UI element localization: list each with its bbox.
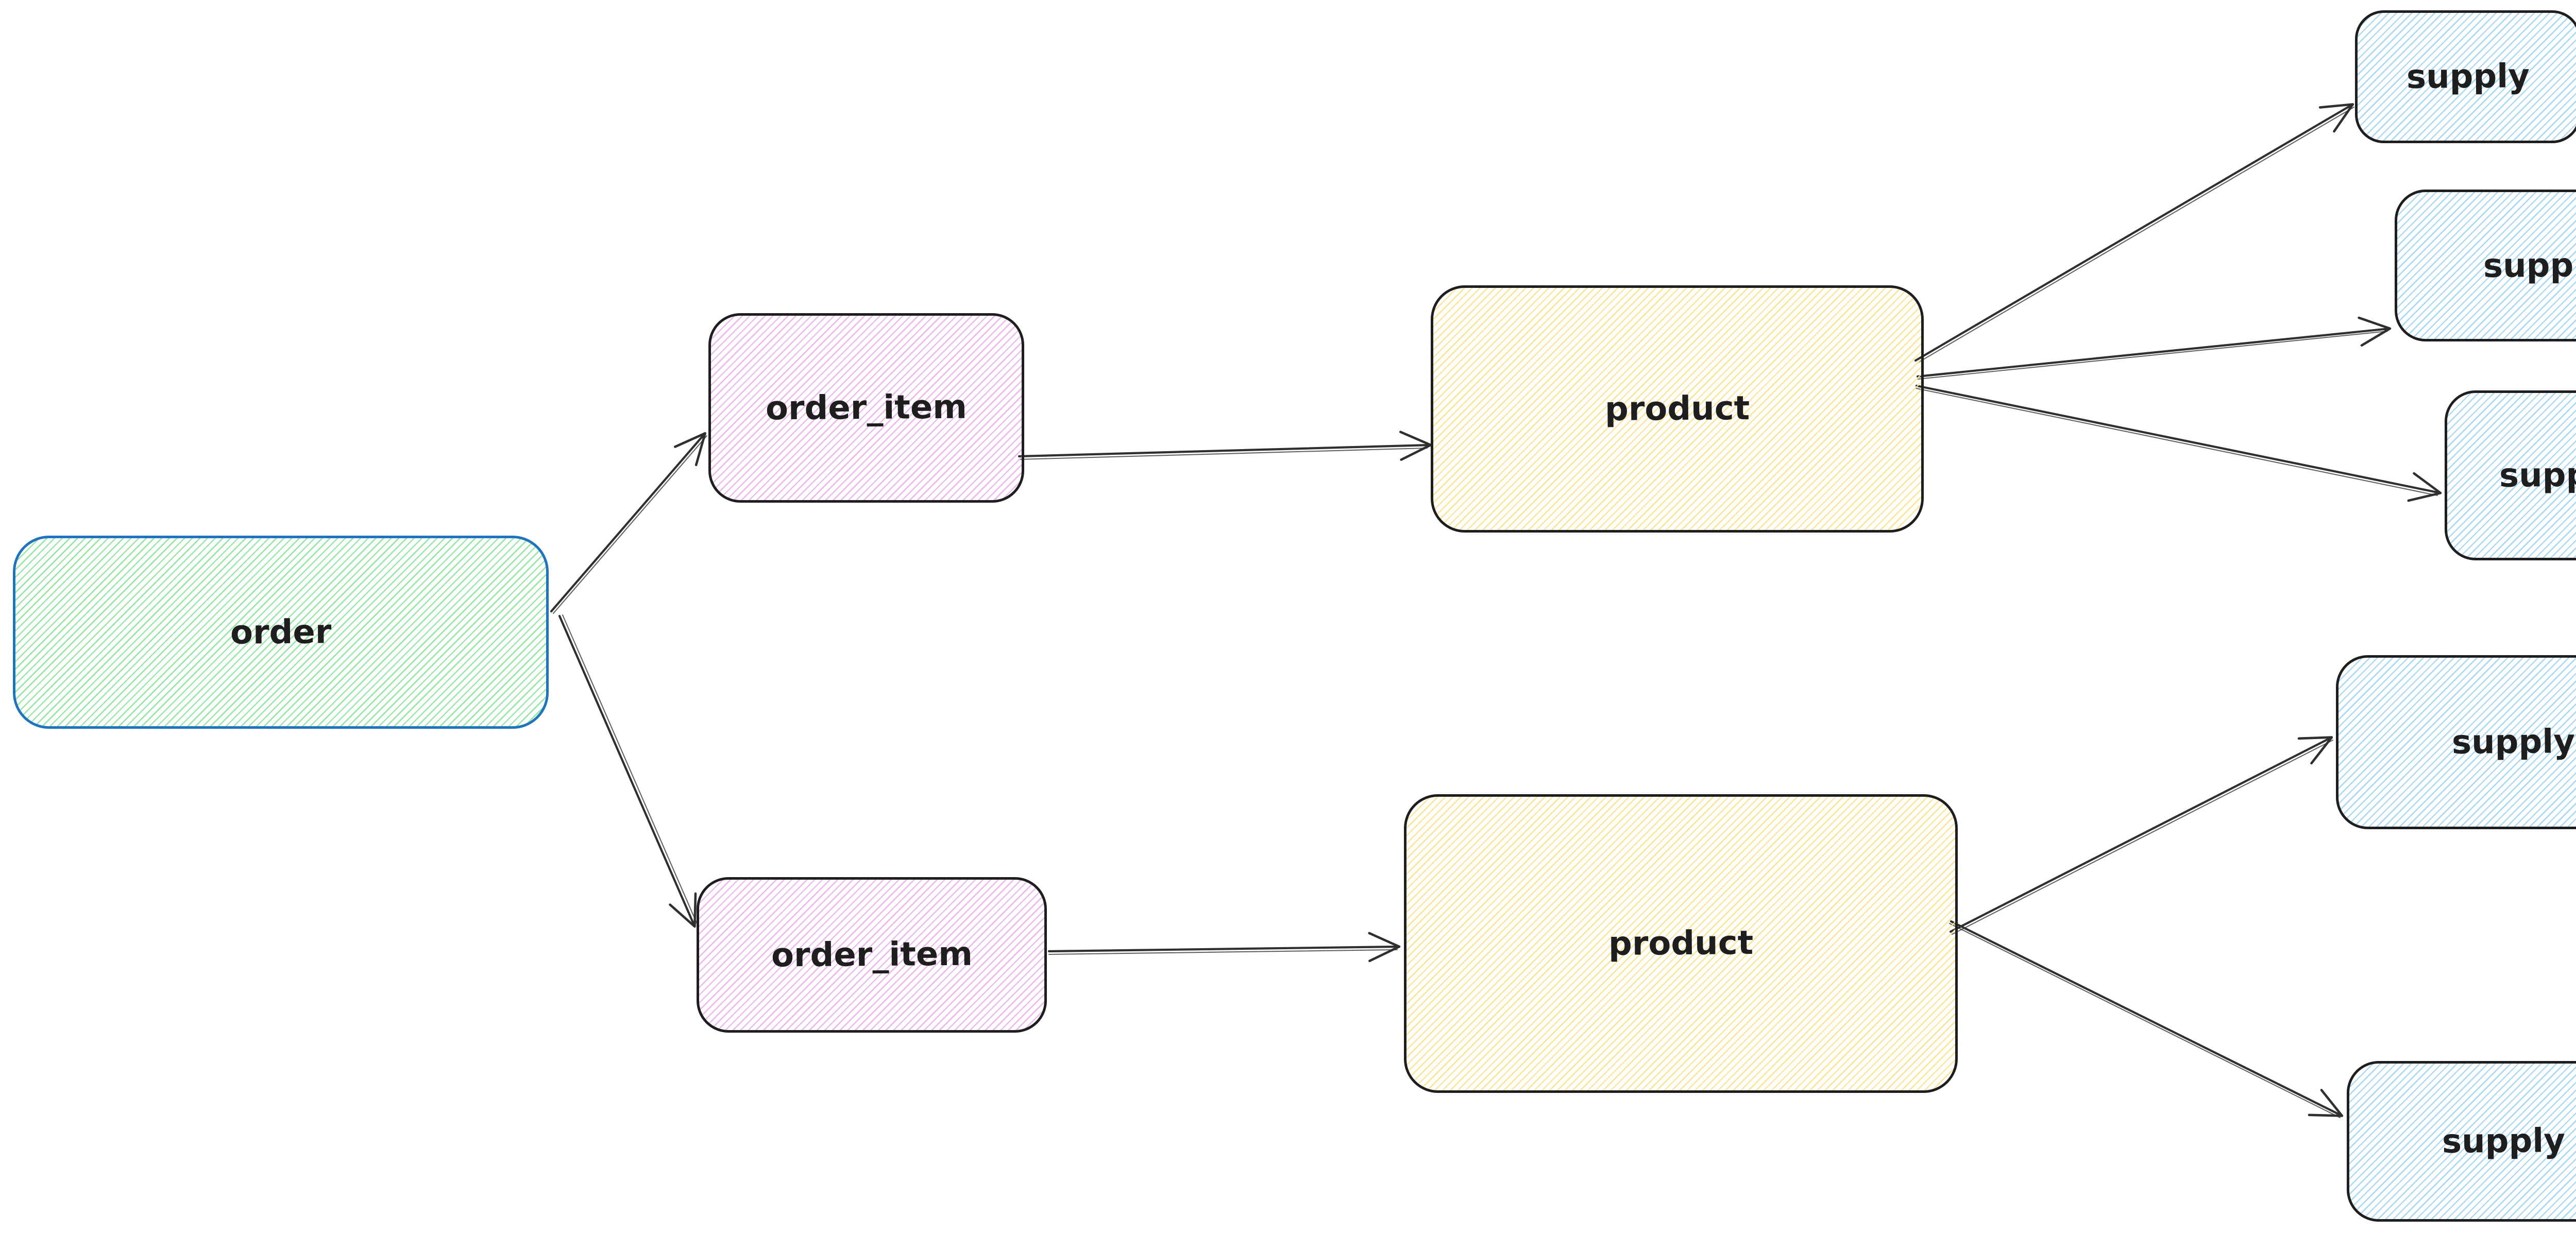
node-product-bottom[interactable]: product bbox=[1404, 794, 1958, 1093]
arrow-order-item-top-to-product-top[interactable] bbox=[1018, 431, 1432, 461]
node-supply-5[interactable]: supply bbox=[2347, 1061, 2576, 1222]
node-supply-3[interactable]: supply bbox=[2445, 390, 2576, 560]
node-supply-3-label: supply bbox=[2499, 456, 2576, 495]
node-order[interactable]: order bbox=[13, 536, 549, 729]
node-product-top-label: product bbox=[1604, 389, 1750, 429]
node-supply-1-label: supply bbox=[2406, 57, 2530, 96]
node-order-item-bottom-label: order_item bbox=[771, 935, 973, 975]
node-supply-5-label: supply bbox=[2442, 1122, 2566, 1161]
arrow-order-to-order-item-top[interactable] bbox=[550, 432, 708, 614]
arrow-product-top-to-supply-3[interactable] bbox=[1915, 384, 2442, 502]
node-product-top[interactable]: product bbox=[1431, 285, 1924, 533]
node-order-label: order bbox=[230, 612, 332, 652]
arrow-order-item-bottom-to-product-bottom[interactable] bbox=[1047, 932, 1401, 963]
arrow-order-to-order-item-bottom[interactable] bbox=[558, 614, 699, 928]
node-supply-1[interactable]: supply bbox=[2355, 10, 2576, 143]
node-supply-2[interactable]: supply bbox=[2395, 190, 2576, 341]
node-supply-2-label: supply bbox=[2483, 246, 2576, 285]
arrow-product-bottom-to-supply-5[interactable] bbox=[1948, 920, 2344, 1119]
arrow-product-top-to-supply-2[interactable] bbox=[1916, 316, 2392, 380]
arrow-product-bottom-to-supply-4[interactable] bbox=[1949, 736, 2334, 935]
node-supply-4-label: supply bbox=[2451, 723, 2575, 762]
node-order-item-top-label: order_item bbox=[765, 388, 968, 428]
node-supply-4[interactable]: supply bbox=[2336, 655, 2576, 829]
node-order-item-bottom[interactable]: order_item bbox=[697, 877, 1047, 1033]
arrow-product-top-to-supply-1[interactable] bbox=[1914, 103, 2355, 364]
node-order-item-top[interactable]: order_item bbox=[708, 313, 1024, 503]
node-product-bottom-label: product bbox=[1608, 924, 1754, 963]
